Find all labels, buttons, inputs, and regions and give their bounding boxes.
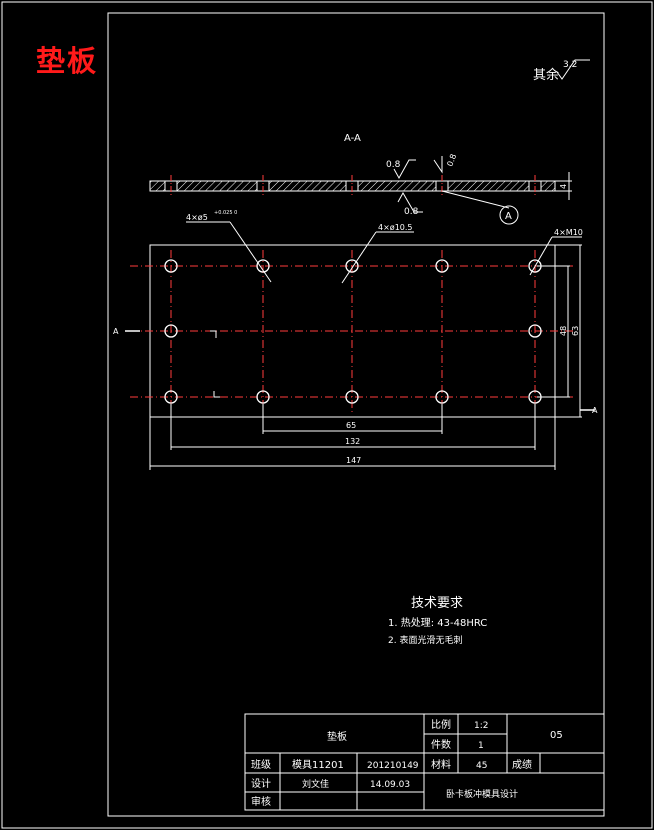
dim-63: 63 — [571, 326, 580, 336]
roughness-bottom-value: 0.8 — [404, 207, 419, 217]
plan-centerlines — [130, 250, 575, 412]
tech-item-1: 1. 热处理: 43-48HRC — [388, 616, 487, 629]
detail-marker-letter: A — [505, 211, 512, 222]
roughness-right-value: 0.8 — [445, 153, 458, 168]
tb-material-value: 45 — [476, 761, 487, 771]
tb-date: 14.09.03 — [370, 780, 410, 790]
callout-holes-m10: 4×M10 — [554, 228, 583, 237]
part-name-red-title: 垫板 — [36, 44, 99, 78]
hole — [164, 324, 178, 338]
tb-scale-label: 比例 — [431, 718, 451, 731]
tb-design-label: 设计 — [251, 777, 271, 790]
dim-65: 65 — [346, 421, 356, 430]
hole — [528, 324, 542, 338]
hole — [256, 259, 270, 273]
tb-part-name: 垫板 — [327, 730, 347, 743]
roughness-right-symbol — [433, 156, 443, 174]
tb-class-label: 班级 — [251, 759, 271, 771]
hole — [435, 390, 449, 404]
other-roughness-note: 其余 3.2 — [533, 59, 590, 83]
tb-project: 卧卡板冲模具设计 — [446, 788, 518, 800]
tb-drawing-no: 05 — [550, 730, 563, 741]
tb-student-no: 201210149 — [367, 761, 419, 771]
roughness-bottom-symbol — [397, 191, 423, 213]
dim-147: 147 — [346, 456, 361, 465]
holes — [164, 259, 542, 404]
roughness-top-symbol — [393, 159, 416, 180]
tb-grade-label: 成绩 — [512, 758, 532, 771]
plan-view: 4×ø5 +0.025 0 4×ø10.5 4×M10 A A 48 63 — [113, 210, 598, 470]
dim-132: 132 — [345, 437, 360, 446]
tb-scale-value: 1:2 — [474, 721, 488, 731]
tech-requirements: 技术要求 1. 热处理: 43-48HRC 2. 表面光滑无毛刺 — [388, 596, 487, 646]
section-centerlines — [170, 175, 536, 197]
tb-review-label: 审核 — [251, 795, 271, 808]
section-marker-right: A — [592, 406, 598, 415]
tech-item-2: 2. 表面光滑无毛刺 — [388, 634, 462, 646]
hole — [435, 259, 449, 273]
dim-48: 48 — [559, 326, 568, 336]
detail-marker-circle — [499, 205, 519, 225]
other-roughness-value: 3.2 — [563, 60, 577, 70]
callout-holes-10-5: 4×ø10.5 — [378, 223, 413, 232]
callout-counterbore: 4×ø5 — [186, 213, 208, 222]
title-block: 垫板 比例 1:2 件数 1 05 班级 模具11201 201210149 材… — [244, 713, 605, 811]
hole — [345, 259, 359, 273]
section-label: A-A — [344, 133, 361, 144]
roughness-symbol — [556, 59, 590, 80]
section-marker-left: A — [113, 327, 119, 336]
hole — [164, 259, 178, 273]
roughness-top-value: 0.8 — [386, 160, 401, 170]
tb-designer: 刘文佳 — [302, 778, 329, 790]
thickness-value: 4 — [559, 184, 568, 189]
other-roughness-label: 其余 — [533, 67, 559, 83]
tb-class-value: 模具11201 — [292, 759, 344, 771]
section-view: 0.8 0.8 0.8 4 A — [149, 153, 572, 225]
tb-qty-label: 件数 — [431, 738, 451, 751]
hole — [256, 390, 270, 404]
hole — [345, 390, 359, 404]
tb-qty-value: 1 — [478, 741, 484, 751]
tb-material-label: 材料 — [431, 758, 451, 771]
callout-counterbore-tol: +0.025 0 — [214, 210, 237, 216]
tech-title: 技术要求 — [411, 596, 463, 611]
inner-border — [107, 12, 605, 817]
hole — [164, 390, 178, 404]
